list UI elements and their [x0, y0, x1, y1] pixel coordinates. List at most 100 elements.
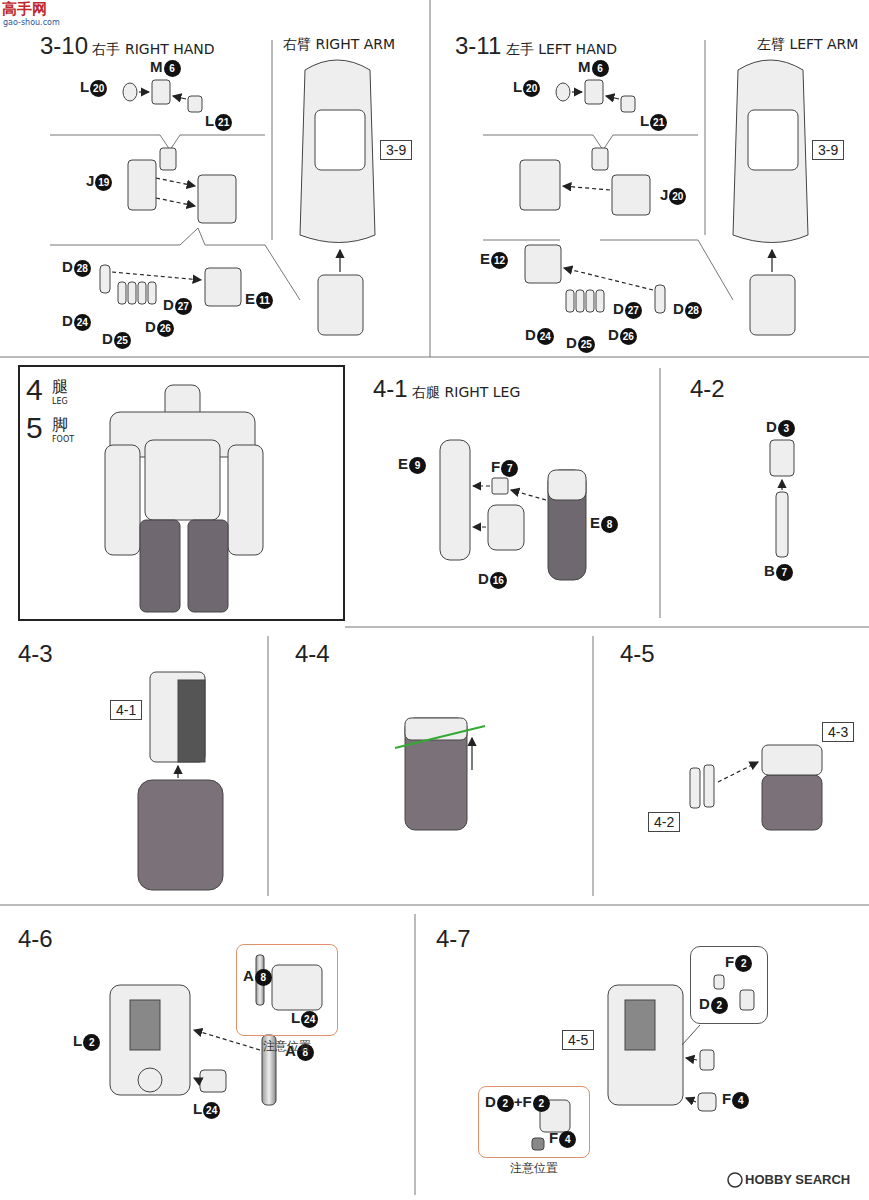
callout-caption: 注意位置 — [263, 1038, 311, 1055]
part-code: L20 — [80, 78, 107, 97]
reference-label: 4-1 — [116, 702, 136, 718]
step-heading: 4-1 右腿 RIGHT LEG — [373, 375, 520, 403]
part-number-circle: 7 — [501, 460, 518, 477]
part-number-circle: 16 — [490, 572, 507, 589]
part-number-circle: 24 — [203, 1102, 220, 1119]
reference-box: 4-1 — [110, 700, 142, 720]
section-number: 4 — [26, 373, 43, 407]
section-heading: 右臂 RIGHT ARM — [283, 36, 395, 54]
part-number-circle: 11 — [256, 292, 273, 309]
part-code: D28 — [673, 300, 702, 319]
reference-box: 3-9 — [812, 140, 844, 160]
part-number-circle: 8 — [255, 969, 272, 986]
step-heading: 4-7 — [436, 925, 471, 953]
reference-label: 4-2 — [654, 814, 674, 830]
reference-label: 3-9 — [818, 142, 838, 158]
attention-callout: D2+F2F4注意位置 — [478, 1086, 590, 1158]
step-title: 右手 RIGHT HAND — [88, 41, 215, 57]
part-number-circle: 24 — [74, 314, 91, 331]
part-number-circle: 2 — [711, 997, 728, 1014]
part-code: D3 — [766, 418, 795, 437]
part-number-circle: 3 — [778, 420, 795, 437]
part-code: F4 — [549, 1129, 576, 1148]
part-code: D26 — [608, 326, 637, 345]
part-code: J20 — [660, 186, 686, 205]
part-number-circle: 24 — [537, 328, 554, 345]
step-number: 3-10 — [40, 32, 88, 59]
part-number-circle: 25 — [114, 332, 131, 349]
watermark: gao-shou.com — [3, 18, 60, 27]
section-number: 5 — [26, 411, 43, 445]
part-code: L24 — [291, 1009, 318, 1028]
part-code: B7 — [764, 562, 793, 581]
reference-label: 4-5 — [568, 1032, 588, 1048]
part-code: M6 — [150, 58, 181, 77]
part-code: D26 — [145, 318, 174, 337]
part-code: L21 — [205, 112, 232, 131]
overview-panel: 4腿LEG 5脚FOOT — [18, 365, 345, 621]
part-number-circle: 2 — [735, 955, 752, 972]
part-number-circle: 4 — [559, 1131, 576, 1148]
step-number: 4-1 — [373, 375, 408, 402]
step-number: 3-11 — [455, 32, 501, 59]
part-code: F7 — [491, 458, 518, 477]
part-number-circle: 4 — [732, 1092, 749, 1109]
part-number-circle: 28 — [685, 302, 702, 319]
reference-label: 4-3 — [828, 724, 848, 740]
copyright-mark: HOBBY SEARCH — [745, 1172, 850, 1187]
section-number: 脚 — [52, 415, 68, 436]
reference-box: 4-2 — [648, 812, 680, 832]
part-number-circle: 6 — [592, 60, 609, 77]
part-number-circle: 6 — [164, 60, 181, 77]
part-number-circle: 7 — [776, 564, 793, 581]
part-code: D24 — [525, 326, 554, 345]
part-number-circle: 20 — [90, 80, 107, 97]
part-code: M6 — [578, 58, 609, 77]
part-number-circle: 27 — [175, 298, 192, 315]
part-number-circle: 28 — [74, 260, 91, 277]
section-heading: 左臂 LEFT ARM — [757, 36, 858, 54]
part-code: E8 — [590, 514, 618, 533]
reference-label: 3-9 — [386, 142, 406, 158]
step-heading: 3-10 右手 RIGHT HAND — [40, 32, 215, 60]
reference-box: 3-9 — [380, 140, 412, 160]
part-number-circle: 20 — [523, 80, 540, 97]
attention-callout: A8L24注意位置 — [236, 944, 338, 1036]
part-code: D25 — [566, 334, 595, 353]
part-code: D28 — [62, 258, 91, 277]
callout-caption: 注意位置 — [510, 1160, 558, 1177]
step-heading: 4-3 — [18, 640, 53, 668]
part-number-circle: 2 — [533, 1095, 550, 1112]
step-heading: 3-11 左手 LEFT HAND — [455, 32, 617, 60]
reference-box: 4-3 — [822, 722, 854, 742]
part-number-circle: 19 — [95, 174, 112, 191]
reference-box: 4-5 — [562, 1030, 594, 1050]
step-number: 4-5 — [620, 640, 655, 667]
step-number: 4-4 — [295, 640, 330, 667]
part-number-circle: 25 — [578, 336, 595, 353]
part-number-circle: 24 — [301, 1011, 318, 1028]
part-code: D24 — [62, 312, 91, 331]
section-number: LEG — [52, 397, 68, 406]
part-code: L2 — [73, 1032, 100, 1051]
part-number-circle: 21 — [215, 114, 232, 131]
section-number: FOOT — [52, 435, 74, 444]
part-code: E11 — [245, 290, 273, 309]
part-number-circle: 9 — [409, 457, 426, 474]
part-code: D27 — [613, 300, 642, 319]
part-number-circle: 26 — [620, 328, 637, 345]
section-number: 腿 — [52, 377, 68, 398]
part-code: A8 — [243, 967, 272, 986]
step-title: 左手 LEFT HAND — [501, 41, 617, 57]
part-number-circle: 26 — [157, 320, 174, 337]
part-number-circle: 21 — [650, 114, 667, 131]
part-code: L24 — [193, 1100, 220, 1119]
step-heading: 4-6 — [18, 925, 53, 953]
part-code: D2+F2 — [485, 1093, 550, 1112]
part-code: D16 — [478, 570, 507, 589]
part-number-circle: 12 — [491, 252, 508, 269]
part-number-circle: 2 — [83, 1034, 100, 1051]
step-heading: 4-5 — [620, 640, 655, 668]
detail-bubble: F2D2 — [690, 946, 768, 1024]
